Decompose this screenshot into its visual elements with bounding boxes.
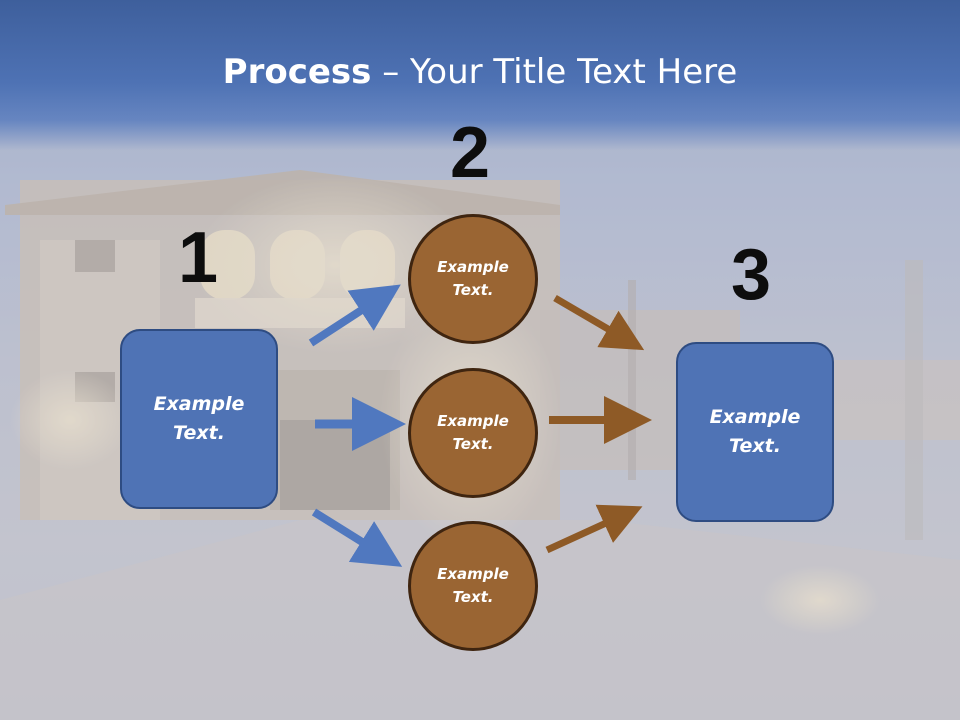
circle-middle-line2: Text. [452,435,494,453]
title-bold: Process [222,52,372,92]
title-rest: Your Title Text Here [410,52,738,92]
step-number-2: 2 [450,113,491,193]
step-1-line1: Example [153,393,245,415]
slide-title[interactable]: Process – Your Title Text Here [0,52,960,92]
circle-bottom[interactable]: Example Text. [408,521,538,651]
step-3-line2: Text. [729,435,781,457]
arrow-box1-to-circle-bottom [311,508,403,567]
arrow-circle-bottom-to-box3 [545,504,643,554]
circle-top-line2: Text. [452,281,494,299]
circle-bottom-line2: Text. [452,588,494,606]
circle-bottom-line1: Example [437,565,509,583]
title-dash: – [371,52,411,92]
step-1-line2: Text. [173,422,225,444]
step-number-1: 1 [178,218,219,298]
circle-middle[interactable]: Example Text. [408,368,538,498]
step-number-3: 3 [731,235,772,315]
circle-top-line1: Example [437,258,509,276]
arrow-circle-top-to-box3 [553,294,645,351]
step-3-box[interactable]: Example Text. [676,342,834,522]
title-band [0,0,960,150]
step-1-box[interactable]: Example Text. [120,329,278,509]
arrow-box1-to-circle-top [308,284,401,347]
step-3-line1: Example [709,406,801,428]
circle-top[interactable]: Example Text. [408,214,538,344]
circle-middle-line1: Example [437,412,509,430]
